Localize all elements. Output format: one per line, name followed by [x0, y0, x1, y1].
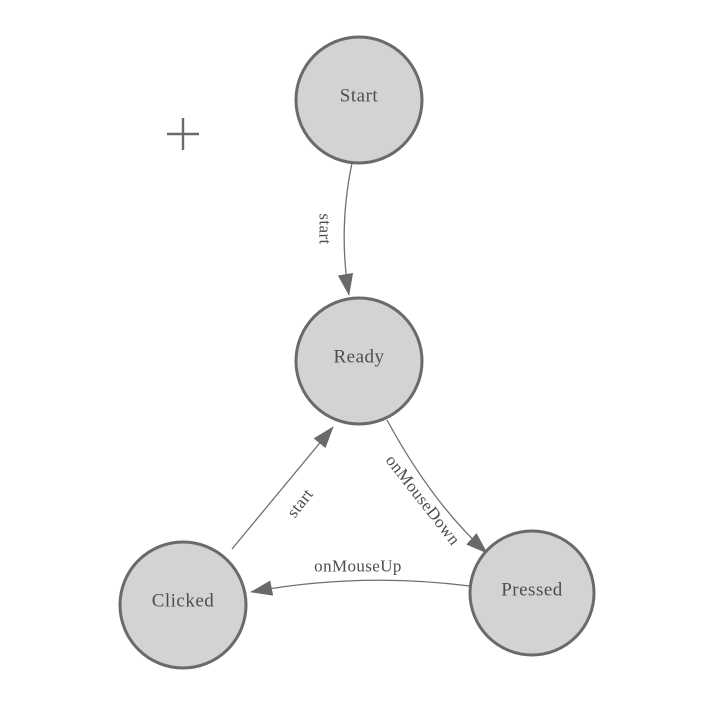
node-label: Clicked: [152, 591, 215, 612]
edge-clicked-to-ready[interactable]: start: [231, 426, 334, 550]
edge-start-to-ready[interactable]: start: [316, 162, 354, 296]
edge-ready-to-pressed[interactable]: onMouseDown: [382, 419, 488, 554]
node-label: Pressed: [501, 580, 563, 601]
node-clicked[interactable]: Clicked: [118, 540, 248, 670]
node-start[interactable]: Start: [294, 35, 424, 165]
edge-label: start: [283, 485, 317, 521]
edge-path[interactable]: [337, 162, 354, 296]
node-circle[interactable]: [118, 540, 248, 670]
edge-path[interactable]: [386, 419, 488, 554]
node-ready[interactable]: Ready: [294, 296, 424, 426]
node-pressed[interactable]: Pressed: [468, 529, 596, 657]
node-circle[interactable]: [294, 35, 424, 165]
edge-pressed-to-clicked[interactable]: onMouseUp: [250, 557, 471, 596]
edge-path[interactable]: [231, 426, 334, 550]
edge-path[interactable]: [250, 579, 471, 596]
node-circle[interactable]: [294, 296, 424, 426]
node-label: Start: [340, 86, 379, 107]
edge-label: onMouseUp: [314, 557, 402, 576]
crosshair-icon: [167, 118, 199, 150]
node-circle[interactable]: [468, 529, 596, 657]
edge-label: onMouseDown: [382, 451, 464, 549]
edge-label: start: [316, 213, 335, 244]
node-label: Ready: [333, 347, 384, 368]
